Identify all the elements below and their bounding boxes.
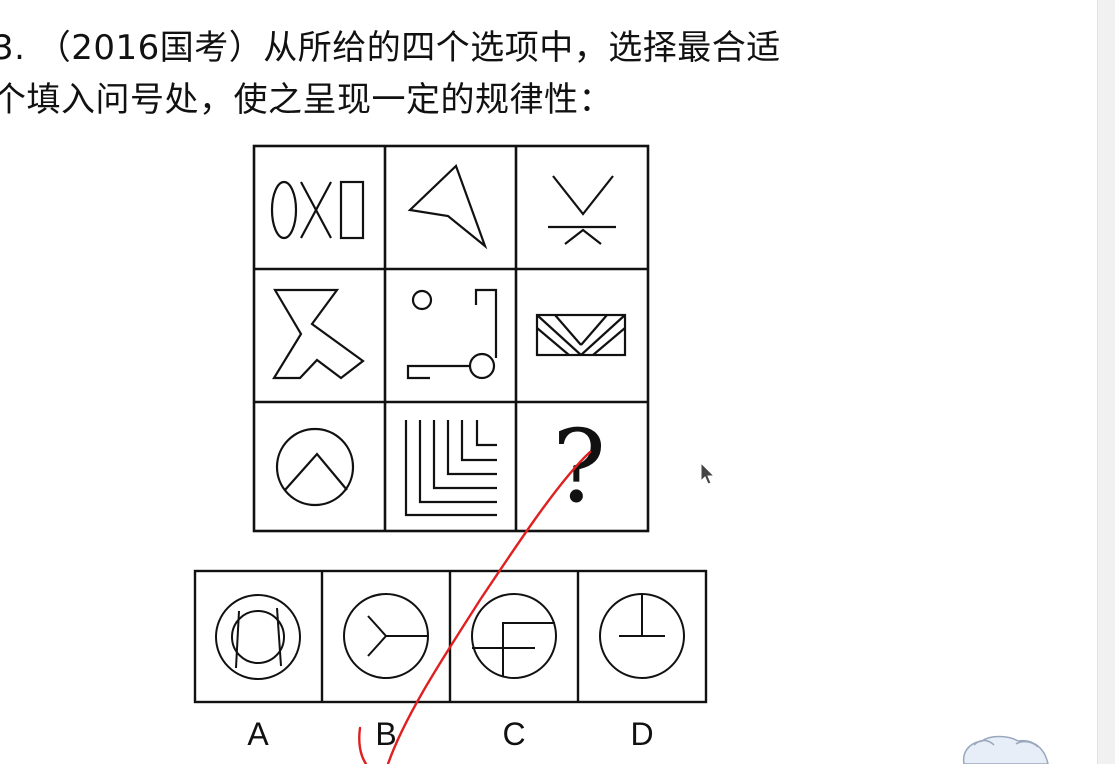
question-mark: ? (552, 408, 606, 525)
options-row (193, 569, 708, 704)
cell-arrowhead-figure (407, 164, 488, 250)
question-text-line-1: 3. （2016国考）从所给的四个选项中，选择最合适 (0, 28, 781, 68)
cell-x-shape-figure (272, 288, 365, 380)
option-label-a: A (247, 716, 269, 752)
cell-nested-corners-figure (404, 420, 497, 517)
puzzle-grid (252, 144, 650, 533)
option-a-figure[interactable] (215, 594, 301, 680)
vertical-scrollbar[interactable] (1097, 0, 1115, 764)
cell-oxbox-figure (270, 180, 365, 240)
red-annotation-stroke (386, 450, 592, 764)
cell-circle-chevron-figure (275, 427, 355, 507)
option-d-figure[interactable] (599, 593, 685, 679)
cell-hourglass-figure (548, 175, 616, 245)
option-label-b: B (375, 716, 397, 752)
option-label-d: D (630, 716, 654, 752)
cell-envelope-figure (535, 313, 627, 357)
option-c-figure[interactable] (471, 593, 557, 679)
option-b-figure[interactable] (343, 593, 429, 679)
option-label-c: C (502, 716, 526, 752)
mascot-icon (962, 735, 1049, 764)
cell-circles-lines-figure (406, 288, 498, 380)
question-text-line-2: 个填入问号处，使之呈现一定的规律性： (0, 80, 613, 120)
cursor-arrow-icon (700, 462, 716, 485)
red-annotation-mark (358, 726, 368, 764)
